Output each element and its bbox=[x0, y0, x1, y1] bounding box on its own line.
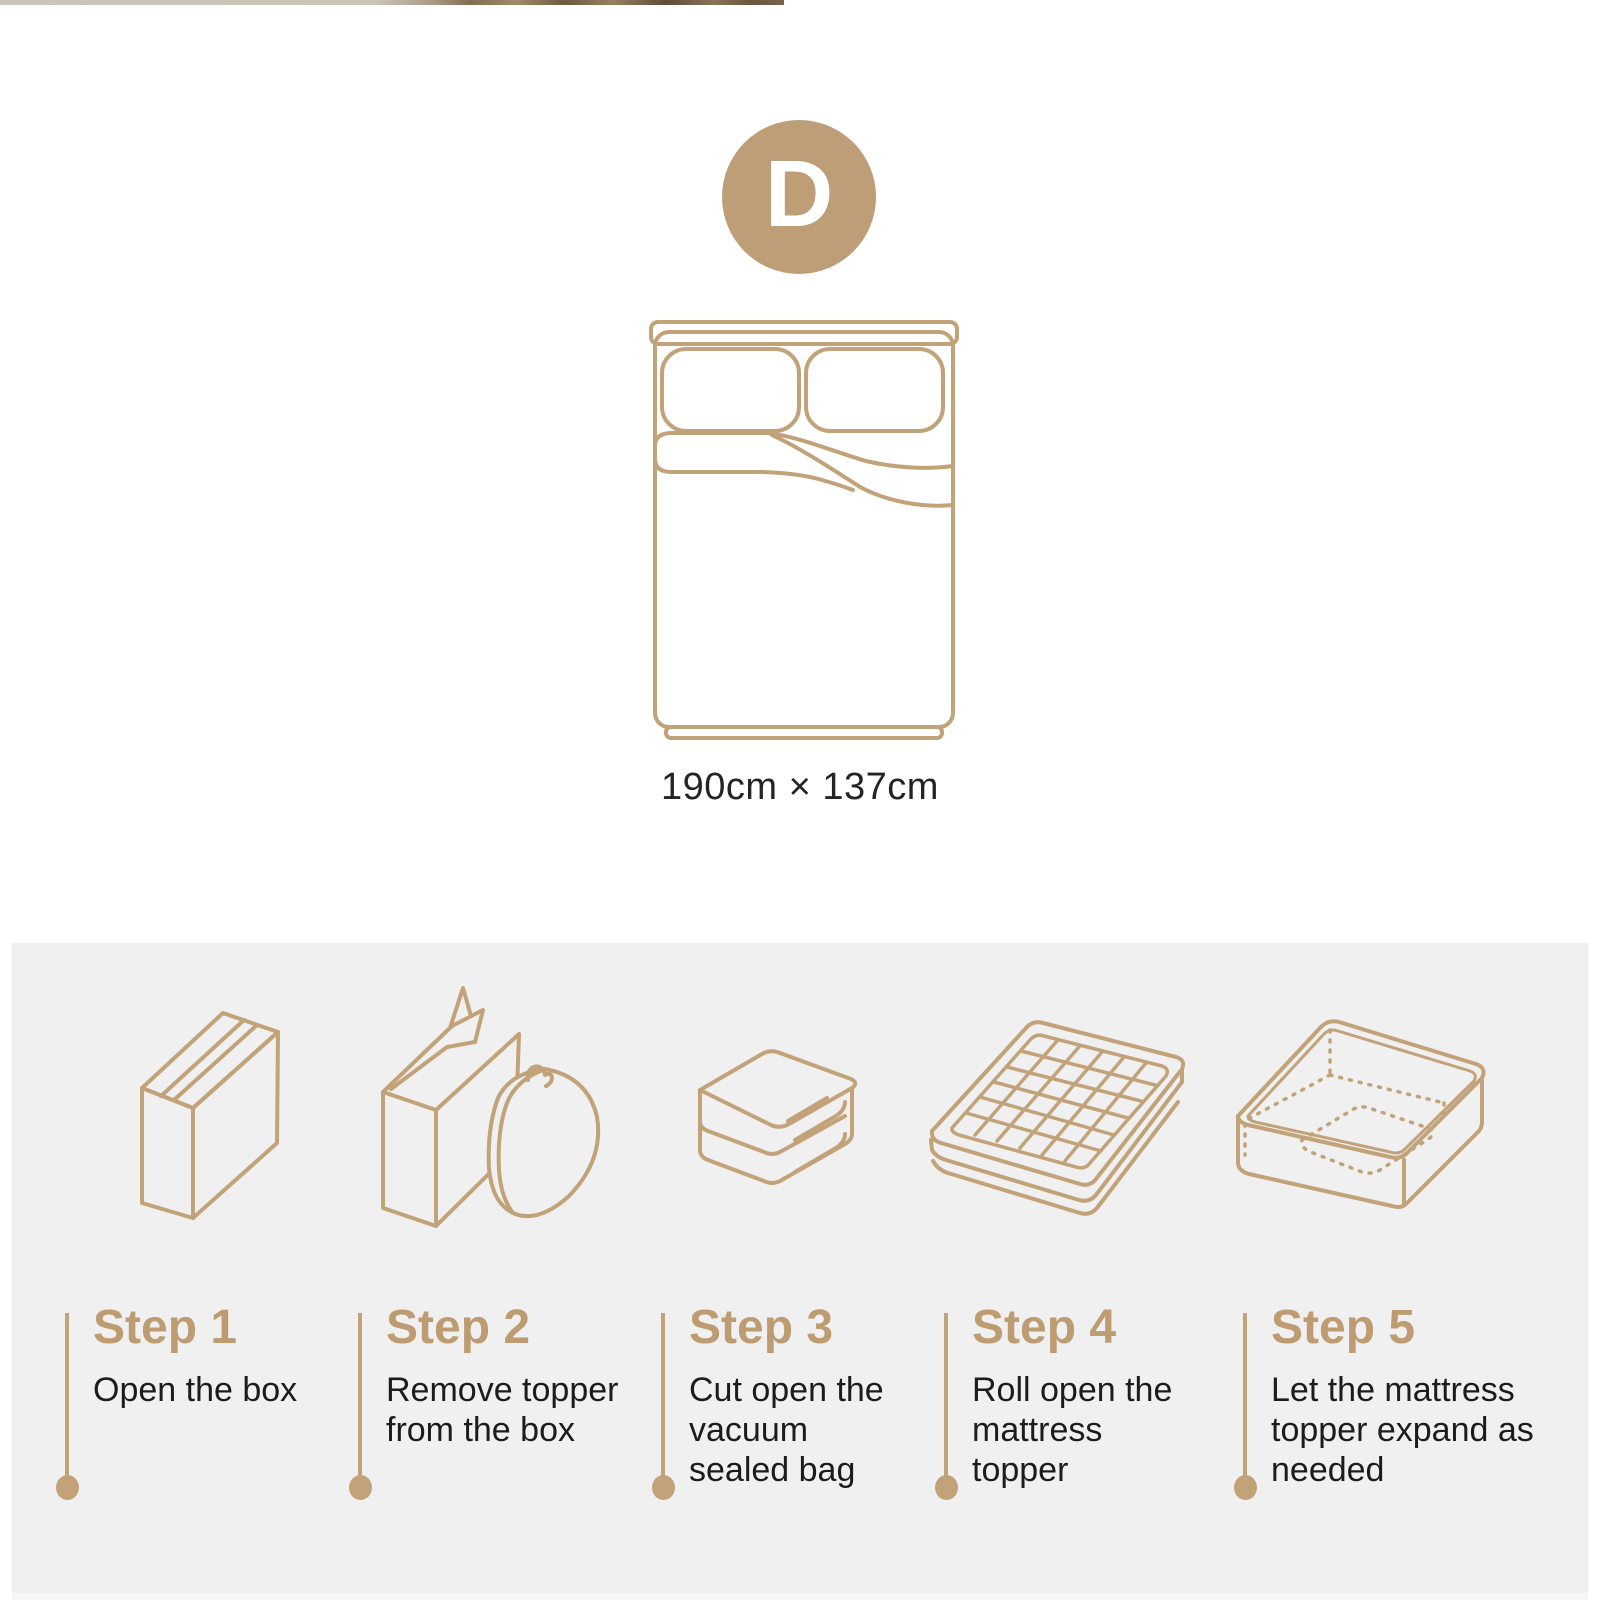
step-item-1: Step 1 Open the box bbox=[56, 1300, 363, 1500]
step-title: Step 2 bbox=[386, 1301, 531, 1354]
bed-headboard bbox=[649, 320, 959, 346]
step-timeline-line bbox=[944, 1313, 948, 1476]
bed-pillow-right bbox=[804, 347, 945, 433]
step-timeline-dot bbox=[56, 1475, 79, 1500]
step-description: Cut open the vacuum sealed bag bbox=[689, 1371, 884, 1489]
step-timeline-dot bbox=[935, 1475, 958, 1500]
step-timeline-dot bbox=[652, 1475, 675, 1500]
top-crop-strip bbox=[0, 0, 784, 5]
step-timeline-dot bbox=[349, 1475, 372, 1500]
step-title: Step 1 bbox=[93, 1301, 238, 1354]
step-timeline-line bbox=[65, 1313, 69, 1476]
step-title: Step 4 bbox=[972, 1301, 1117, 1354]
bed-sheet-fold-lower bbox=[770, 433, 955, 508]
step-item-2: Step 2 Remove topper from the box bbox=[349, 1300, 644, 1500]
step-description: Let the mattress topper expand as needed bbox=[1271, 1371, 1534, 1489]
closed-box-icon bbox=[140, 1011, 280, 1220]
step-item-4: Step 4 Roll open the mattress topper bbox=[935, 1300, 1197, 1500]
unboxing-steps-panel bbox=[12, 943, 1588, 1593]
step-item-5: Step 5 Let the mattress topper expand as… bbox=[1234, 1300, 1539, 1500]
bed-sheet-fold-upper bbox=[766, 431, 955, 470]
dimensions-label: 190cm × 137cm bbox=[661, 766, 939, 808]
panel-bottom-fade bbox=[12, 1593, 1588, 1600]
rolled-topper-grid-icon bbox=[929, 1020, 1186, 1216]
bed-sheet-edge bbox=[653, 431, 855, 492]
size-badge-letter: D bbox=[764, 140, 834, 247]
bed-pillow-left bbox=[660, 347, 801, 433]
step-title: Step 5 bbox=[1271, 1301, 1416, 1354]
step-description: Open the box bbox=[93, 1371, 298, 1409]
expanded-topper-icon bbox=[1236, 1019, 1486, 1209]
bed-footboard bbox=[664, 725, 944, 740]
step-item-3: Step 3 Cut open the vacuum sealed bag bbox=[652, 1300, 894, 1500]
step-timeline-line bbox=[1243, 1313, 1247, 1476]
step-timeline-line bbox=[661, 1313, 665, 1476]
bed-top-view-illustration bbox=[649, 320, 959, 740]
step-timeline-line bbox=[358, 1313, 362, 1476]
size-badge: D bbox=[722, 120, 876, 274]
open-box-with-bag-icon bbox=[381, 986, 601, 1228]
step-timeline-dot bbox=[1234, 1475, 1257, 1500]
step-description: Remove topper from the box bbox=[386, 1371, 619, 1449]
folded-topper-icon bbox=[698, 1049, 858, 1185]
step-title: Step 3 bbox=[689, 1301, 834, 1354]
step-description: Roll open the mattress topper bbox=[972, 1371, 1173, 1489]
